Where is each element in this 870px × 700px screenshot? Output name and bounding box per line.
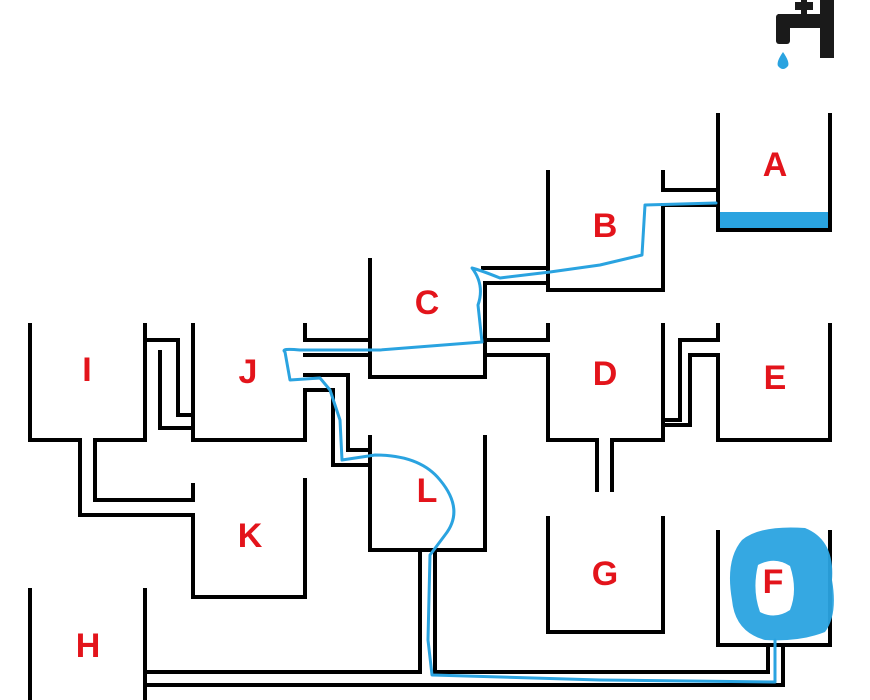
tank-d	[546, 323, 665, 492]
tank-h	[28, 588, 147, 700]
pipe-c-d	[483, 323, 550, 342]
tank-c	[303, 258, 550, 379]
pipe-i-j-inner	[158, 350, 195, 430]
tank-g-label: G	[592, 555, 618, 593]
tank-e-label: E	[764, 359, 787, 397]
tank-a-label: A	[763, 146, 788, 184]
pipe-i-j	[143, 323, 372, 467]
tank-i-label: I	[82, 351, 91, 389]
tank-j	[303, 353, 372, 452]
tank-k-label: K	[238, 517, 263, 555]
tank-b-label: B	[593, 207, 618, 245]
tank-a	[661, 113, 832, 232]
tank-j-label: J	[239, 353, 258, 391]
tank-i	[28, 323, 307, 599]
tank-d-label: D	[593, 355, 618, 393]
pipe-d-e-outer	[661, 323, 720, 422]
tank-c-label: C	[415, 284, 440, 322]
tank-h-label: H	[76, 627, 101, 665]
pipe-d-e-inner	[661, 353, 720, 427]
water-drop-icon	[777, 52, 789, 69]
tank-a-water	[720, 212, 828, 228]
tank-l-label: L	[417, 472, 438, 510]
tank-e	[716, 323, 832, 442]
tank-f-label: F	[763, 563, 784, 601]
water-flow-path	[282, 201, 777, 684]
tank-l	[146, 435, 785, 687]
tank-g	[546, 516, 665, 634]
tank-f-highlight	[729, 527, 834, 641]
faucet-icon	[776, 0, 834, 58]
